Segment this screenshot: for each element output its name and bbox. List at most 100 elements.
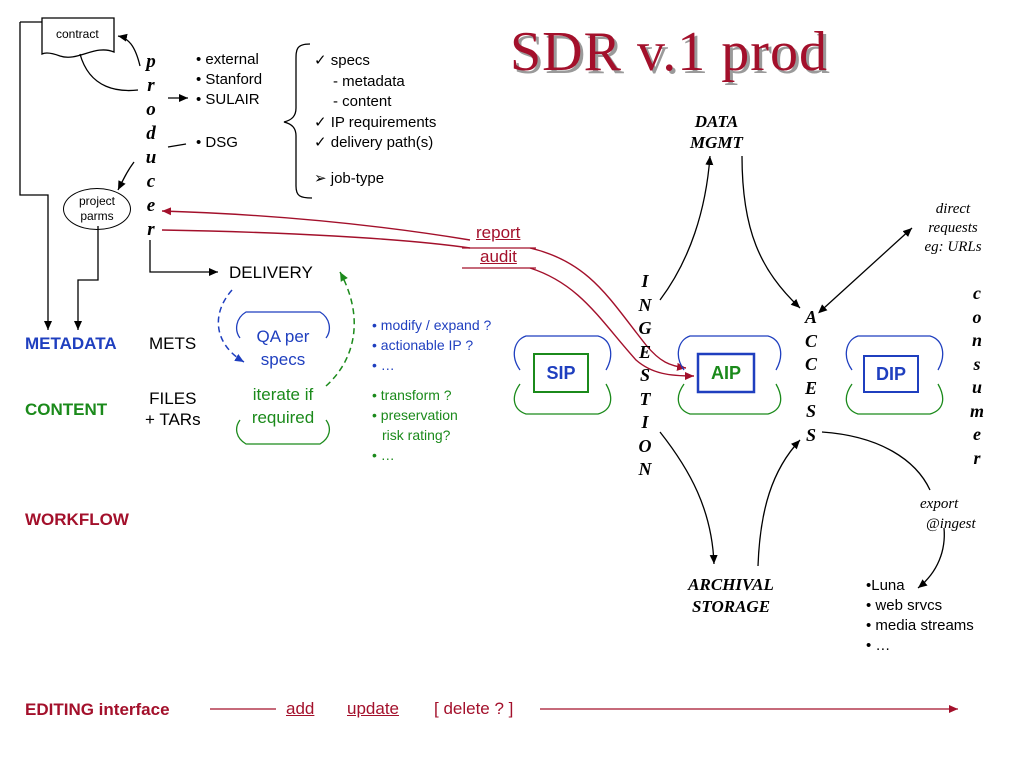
producer-letter: d: [146, 123, 156, 144]
consumer-letter: s: [973, 353, 981, 374]
access-letter: A: [804, 307, 817, 327]
producer-letter: o: [146, 99, 156, 120]
metadata-label: METADATA: [25, 334, 117, 353]
consumer-letter: u: [971, 377, 982, 397]
sip-box: [533, 353, 589, 393]
requirements-list: ✓ specs - metadata - content ✓ IP requir…: [314, 51, 436, 154]
access-letter: C: [804, 330, 817, 351]
direct-line2: requests: [928, 220, 978, 236]
page-title: SDR v.1 prod: [510, 21, 828, 83]
q-preservation: • preservation: [372, 407, 458, 423]
archival-storage-label: ARCHIVAL STORAGE: [675, 574, 787, 618]
iterate-line2: required: [251, 408, 315, 427]
update-link[interactable]: update: [347, 699, 399, 718]
consumer-letter: e: [973, 424, 981, 444]
producer-type-sulair: • SULAIR: [196, 91, 260, 108]
producer-letter: c: [146, 171, 156, 192]
export-label: export @ingest: [920, 494, 976, 534]
ingestion-letter: S: [639, 365, 650, 385]
export-line2: @ingest: [926, 516, 976, 532]
ingestion-letter: I: [641, 271, 649, 291]
producer-types: • external • Stanford • SULAIR: [196, 50, 262, 110]
data-mgmt-label: DATA MGMT: [690, 111, 743, 153]
aip-label[interactable]: AIP: [710, 363, 741, 383]
req-specs: ✓ specs: [314, 52, 370, 69]
q-more: • …: [372, 357, 395, 373]
data-mgmt-line2: MGMT: [690, 133, 743, 152]
req-delivery-path: ✓ delivery path(s): [314, 134, 434, 151]
consumer-letter: n: [971, 330, 982, 350]
dip-label[interactable]: DIP: [875, 364, 906, 384]
producer-type-stanford: • Stanford: [196, 71, 263, 88]
files-line2: + TARs: [145, 410, 201, 429]
qa-label: QA per specs: [246, 325, 320, 371]
ingestion-letter: T: [639, 388, 651, 409]
qa-line2: specs: [260, 350, 306, 369]
req-ip: ✓ IP requirements: [314, 113, 437, 131]
direct-line3: eg: URLs: [924, 239, 982, 255]
output-media-streams: • media streams: [866, 617, 974, 634]
output-web-srvcs: • web srvcs: [866, 597, 943, 614]
metadata-questions: • modify / expand ? • actionable IP ? • …: [372, 315, 491, 375]
q-actionable-ip: • actionable IP ?: [372, 337, 474, 353]
access-letter: S: [805, 401, 816, 421]
req-content: - content: [333, 93, 392, 110]
access-letter: S: [805, 424, 816, 445]
q-transform: • transform ?: [372, 387, 452, 403]
req-metadata: - metadata: [333, 72, 405, 90]
producer-letter: u: [145, 147, 157, 168]
files-line1: FILES: [149, 389, 197, 408]
delete-link[interactable]: [ delete ? ]: [434, 699, 514, 718]
access-letter: C: [804, 354, 817, 374]
req-job-type: ➢ job-type: [314, 170, 385, 187]
access-letter: E: [804, 377, 817, 398]
outputs-list: •Luna • web srvcs • media streams • …: [866, 576, 974, 656]
export-line1: export: [920, 496, 959, 512]
qa-line1: QA per: [256, 327, 310, 346]
output-luna: •Luna: [866, 577, 905, 594]
producer-type-dsg: • DSG: [196, 134, 238, 151]
consumer-letter: c: [973, 283, 981, 303]
ingestion-letter: E: [638, 341, 651, 362]
q-more-content: • …: [372, 447, 395, 463]
archival-line2: STORAGE: [691, 597, 771, 616]
content-questions: • transform ? • preservation risk rating…: [372, 385, 458, 465]
iterate-label: iterate if required: [240, 383, 326, 429]
delivery-label: DELIVERY: [229, 263, 313, 282]
project-parms-ellipse: project parms: [63, 188, 131, 230]
ingestion-letter: I: [641, 412, 649, 432]
ingestion-letter: G: [638, 318, 652, 338]
data-mgmt-line1: DATA: [694, 112, 739, 131]
direct-line1: direct: [935, 201, 971, 217]
mets-label: METS: [149, 334, 197, 353]
dip-box: [863, 355, 919, 393]
consumer-letter: o: [972, 306, 982, 327]
editing-interface-label: EDITING interface: [25, 700, 170, 719]
sip-label[interactable]: SIP: [546, 363, 576, 383]
project-parms-line1: project: [78, 194, 116, 208]
producer-letter: e: [146, 195, 156, 216]
producer-letter: p: [146, 51, 156, 72]
q-risk-rating: risk rating?: [382, 427, 451, 443]
ingestion-letter: O: [638, 435, 652, 456]
project-parms-line2: parms: [80, 209, 114, 223]
ingestion-letter: N: [638, 294, 652, 315]
content-label: CONTENT: [25, 400, 108, 419]
consumer-letter: r: [973, 447, 981, 468]
consumer-letter: m: [969, 400, 984, 421]
contract-label: contract: [56, 27, 99, 41]
q-modify: • modify / expand ?: [372, 317, 492, 333]
ingestion-letter: N: [638, 459, 652, 479]
output-more: • …: [866, 637, 891, 654]
report-link[interactable]: report: [476, 223, 521, 242]
archival-line1: ARCHIVAL: [688, 575, 774, 594]
direct-requests-label: direct requests eg: URLs: [910, 200, 996, 257]
workflow-label: WORKFLOW: [25, 510, 129, 529]
audit-link[interactable]: audit: [480, 247, 517, 266]
producer-letter: r: [147, 75, 155, 96]
add-link[interactable]: add: [286, 699, 315, 718]
